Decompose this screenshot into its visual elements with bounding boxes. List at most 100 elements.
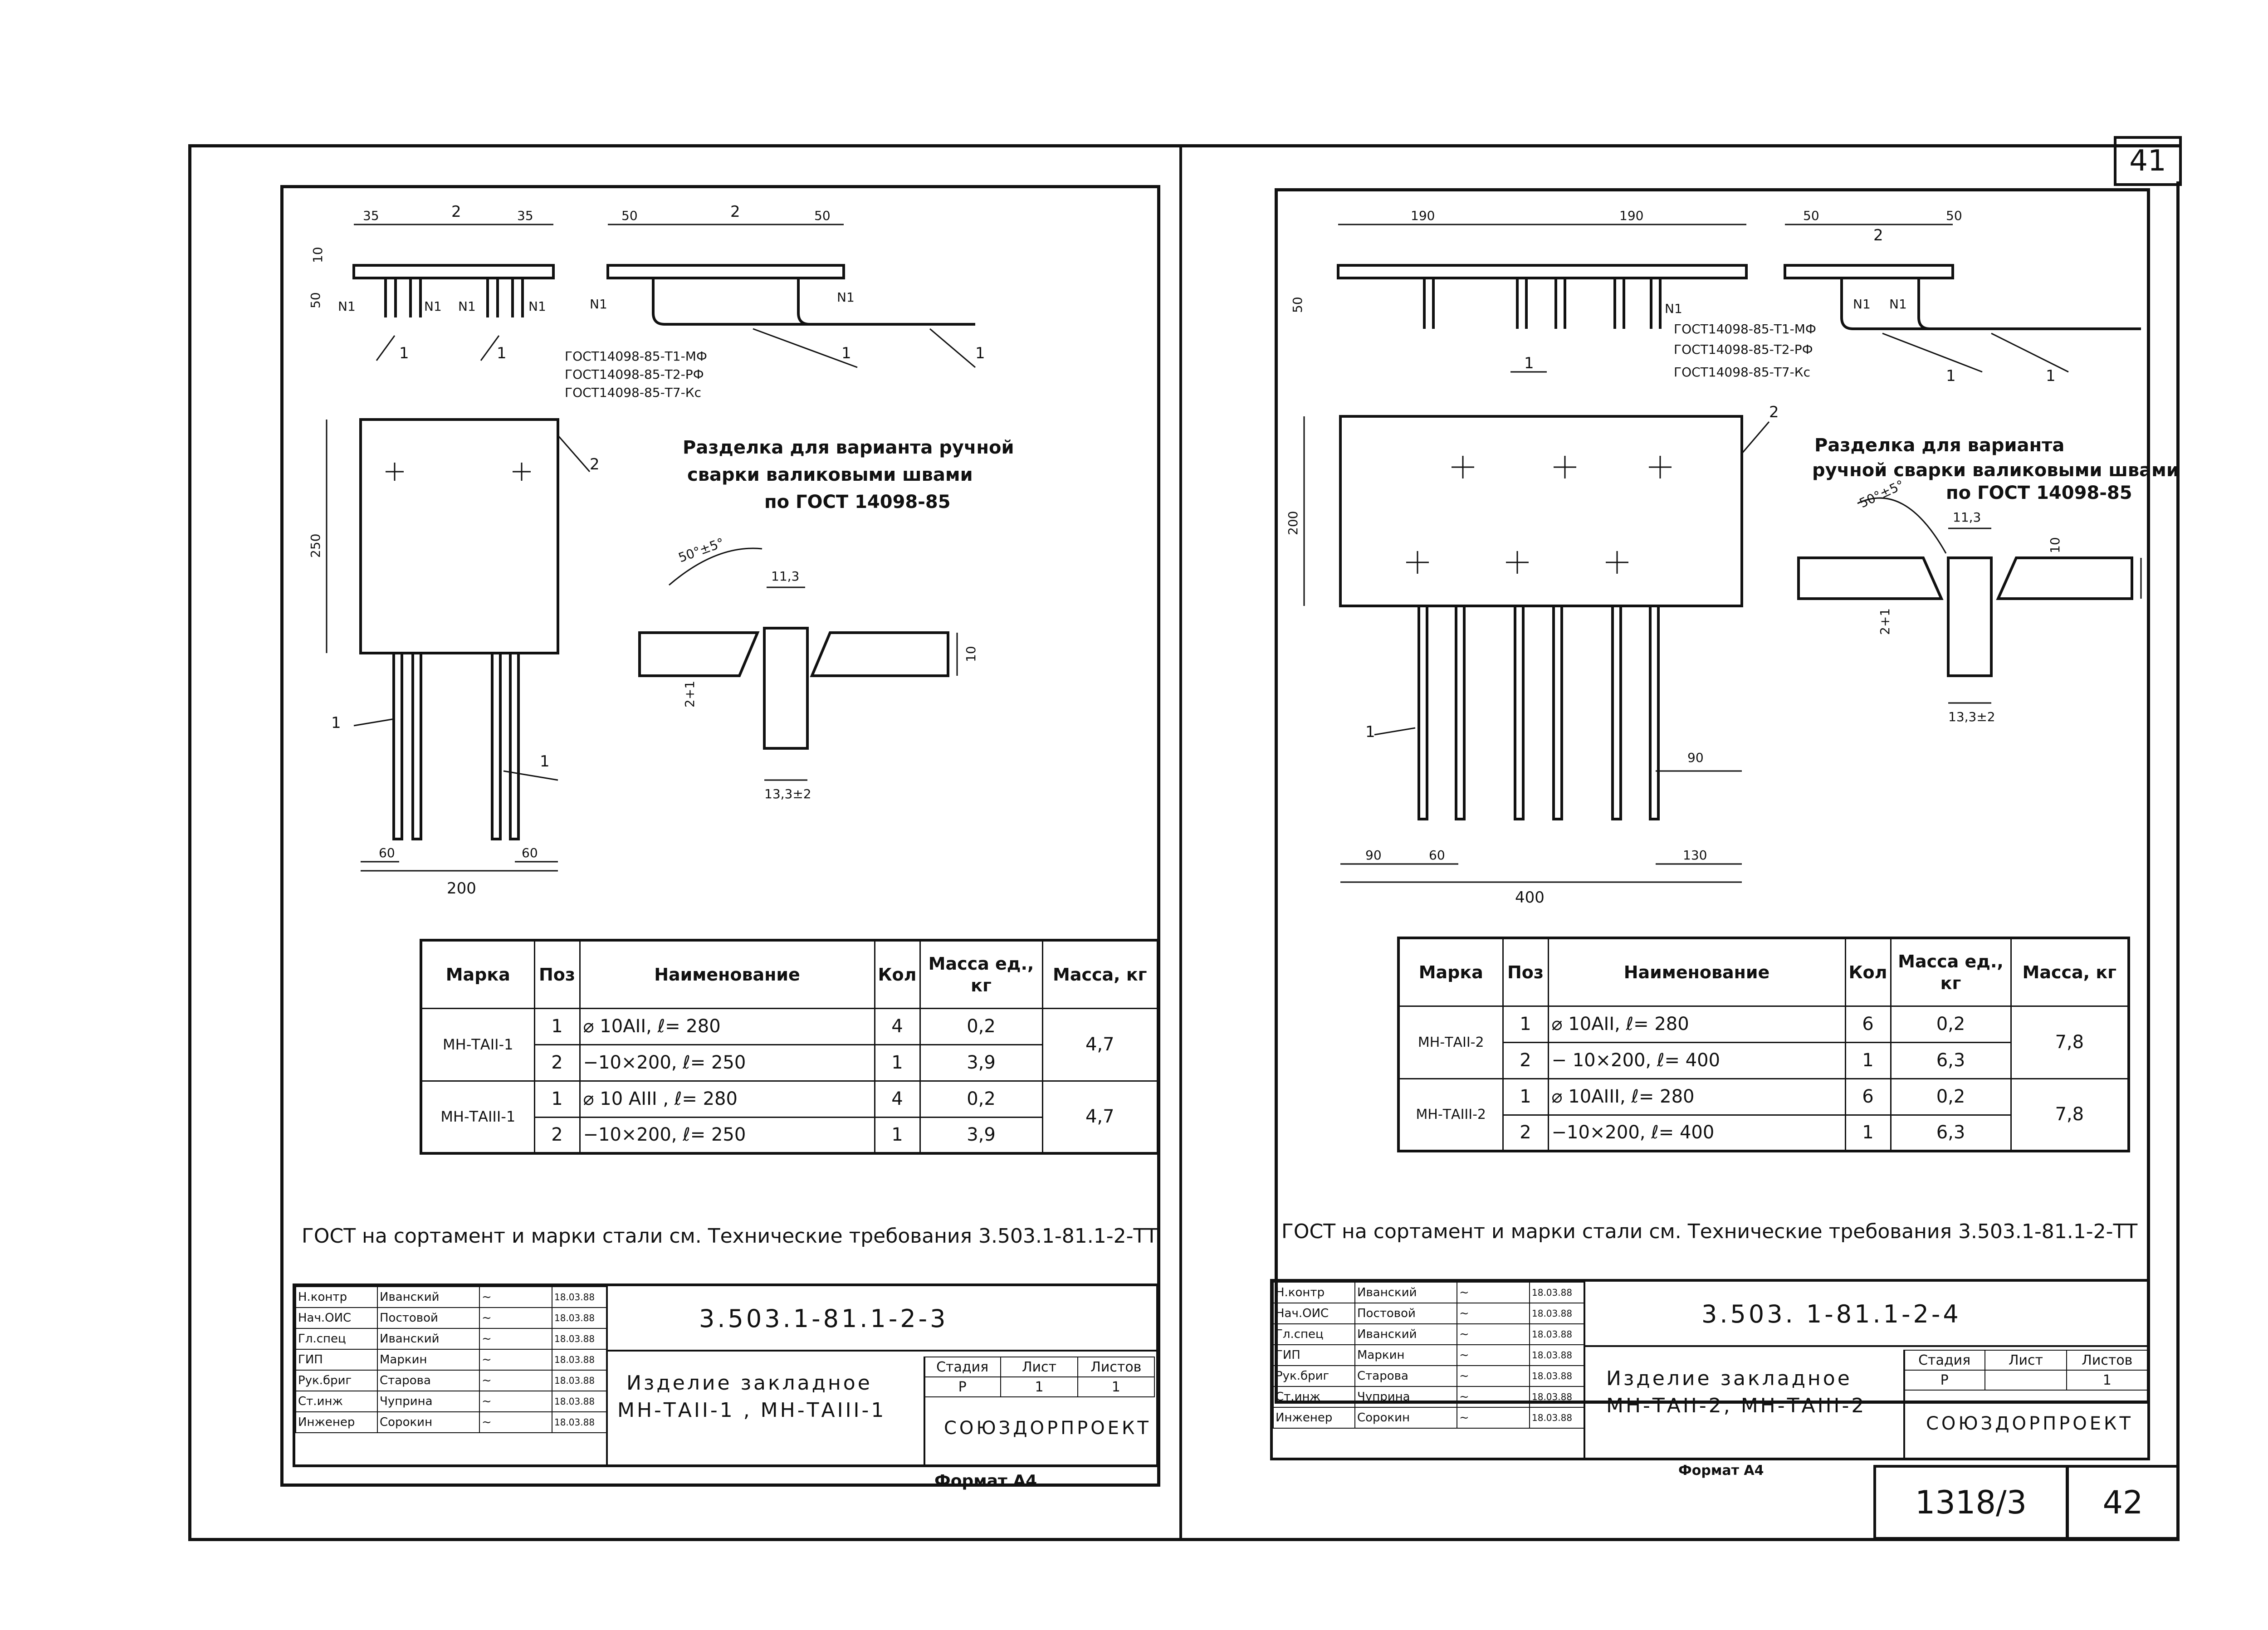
- role-date: 18.03.88: [1529, 1365, 1584, 1387]
- sheet-value: [1984, 1370, 2067, 1391]
- role-person: Маркин: [1354, 1344, 1457, 1366]
- side-pos-1-a: 1: [1946, 367, 1956, 385]
- stage-header: Стадия: [1903, 1350, 1986, 1371]
- signature: ~: [1457, 1323, 1530, 1345]
- name-cell: ⌀ 10 АIII , ℓ= 280: [579, 1080, 875, 1118]
- spec-header-row: Марка Поз Наименование Кол Масса ед., кг…: [420, 939, 1159, 1009]
- header-mark: Марка: [420, 939, 535, 1009]
- mass-cell: 6,3: [1890, 1114, 2012, 1152]
- pos-1-a: 1: [399, 344, 409, 362]
- dim-50: 50: [1290, 297, 1305, 313]
- qty-cell: 6: [1844, 1005, 1892, 1043]
- qty-cell: 1: [1844, 1041, 1892, 1079]
- name-cell: ⌀ 10АII, ℓ= 280: [579, 1007, 875, 1045]
- header-unit-mass: Масса ед., кг: [1890, 937, 2012, 1007]
- pos-cell: 2: [1502, 1114, 1549, 1152]
- name-cell: − 10×200, ℓ= 400: [1547, 1041, 1846, 1079]
- role-person: Постовой: [377, 1307, 480, 1329]
- role-person: Старова: [377, 1370, 480, 1391]
- role-title: Нач.ОИС: [1273, 1303, 1355, 1324]
- role-date: 18.03.88: [1529, 1344, 1584, 1366]
- dim-10: 10: [310, 247, 325, 263]
- table-row: МН-ТАII-2 1 ⌀ 10АII, ℓ= 280 6 0,2 7,8: [1398, 1005, 2130, 1079]
- plate-dim-250: 250: [308, 534, 323, 558]
- role-person: Иванский: [377, 1328, 480, 1350]
- pos-cell: 2: [533, 1116, 581, 1154]
- role-person: Маркин: [377, 1349, 480, 1371]
- left-format: Формат А4: [934, 1472, 1037, 1490]
- name-cell: −10×200, ℓ= 250: [579, 1116, 875, 1154]
- dim-200: 200: [447, 879, 476, 898]
- archive-number: 1318/3: [1873, 1465, 2068, 1540]
- tb-org-divider: [924, 1357, 925, 1465]
- sheet-header: Лист: [1000, 1357, 1078, 1377]
- signature: ~: [479, 1370, 552, 1391]
- total-mass-cell: 7,8: [2010, 1005, 2130, 1079]
- name-cell: ⌀ 10АII, ℓ= 280: [1547, 1005, 1846, 1043]
- weld-dim-13-3: 13,3±2: [1948, 709, 1995, 724]
- pos-1: 1: [1524, 354, 1534, 372]
- dim-60: 60: [1429, 848, 1445, 863]
- tb-divider-h: [1584, 1345, 2148, 1347]
- signature: ~: [479, 1286, 552, 1308]
- mark-cell: МН-ТАII-1: [420, 1007, 535, 1082]
- outer-frame-top: [188, 144, 2180, 147]
- weld-dim-2: 2+1: [1877, 608, 1892, 635]
- dim-190-b: 190: [1619, 208, 1643, 223]
- sheets-value: 1: [1077, 1376, 1155, 1397]
- sheet-header: Лист: [1984, 1350, 2067, 1371]
- header-mark: Марка: [1398, 937, 1504, 1007]
- signature: ~: [1457, 1407, 1530, 1429]
- dim-60-a: 60: [379, 845, 395, 860]
- right-gost-note: ГОСТ на сортамент и марки стали см. Техн…: [1281, 1220, 2138, 1243]
- role-title: Гл.спец: [295, 1328, 378, 1350]
- role-title: Рук.бриг: [295, 1370, 378, 1391]
- stage-value: Р: [1903, 1370, 1986, 1391]
- role-title: Инженер: [1273, 1407, 1355, 1429]
- gost-weld-2: ГОСТ14098-85-Т2-РФ: [1674, 342, 1813, 357]
- weld-dim-11-3: 11,3: [771, 569, 799, 584]
- plate-pos-2: 2: [590, 455, 600, 473]
- role-title: ГИП: [295, 1349, 378, 1371]
- side-pos-1-a: 1: [841, 344, 851, 362]
- table-row: 2 −10×200, ℓ= 250 1 3,9: [421, 1116, 1158, 1154]
- archive-page: 42: [2066, 1465, 2180, 1540]
- table-row: МН-ТАIII-2 1 ⌀ 10АIII, ℓ= 280 6 0,2 7,8: [1398, 1078, 2130, 1152]
- header-total-mass: Масса, кг: [2010, 937, 2130, 1007]
- rod-pos-1: 1: [1365, 723, 1375, 741]
- weld-dim-13-3: 13,3±2: [764, 786, 811, 801]
- dim-400: 400: [1515, 888, 1545, 907]
- side-dim-2: 2: [730, 203, 740, 221]
- signature: ~: [1457, 1303, 1530, 1324]
- role-title: ГИП: [1273, 1344, 1355, 1366]
- qty-cell: 1: [1844, 1114, 1892, 1152]
- organization: СОЮЗДОРПРОЕКТ: [944, 1418, 1151, 1439]
- table-row: 2 −10×200, ℓ= 250 1 3,9: [421, 1044, 1158, 1082]
- weld-prep-title-1: Разделка для варианта: [1814, 435, 2064, 456]
- signature: ~: [1457, 1282, 1530, 1303]
- role-person: Постовой: [1354, 1303, 1457, 1324]
- total-mass-cell: 4,7: [1041, 1080, 1159, 1154]
- header-name: Наименование: [579, 939, 875, 1009]
- pos-cell: 2: [1502, 1041, 1549, 1079]
- signature: ~: [1457, 1365, 1530, 1387]
- organization: СОЮЗДОРПРОЕКТ: [1926, 1413, 2133, 1434]
- tb-org-divider: [1903, 1350, 1905, 1459]
- table-row: МН-ТАII-1 1 ⌀ 10АII, ℓ= 280 4 0,2 4,7: [420, 1007, 1159, 1082]
- role-title: Н.контр: [295, 1286, 378, 1308]
- qty-cell: 1: [874, 1044, 921, 1082]
- header-unit-mass: Масса ед., кг: [919, 939, 1043, 1009]
- side-dim-50-a: 50: [1803, 208, 1819, 223]
